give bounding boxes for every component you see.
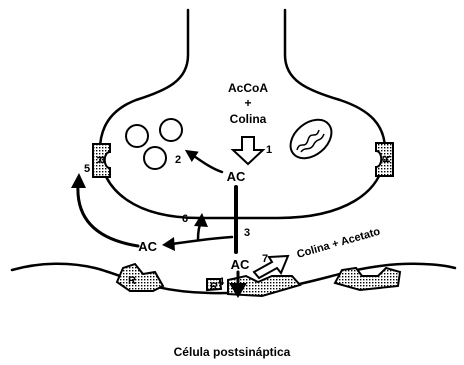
autoreceptor-feedback-arrow (78, 185, 138, 246)
autoreceptor-right-marker: R (381, 155, 393, 163)
storage-arrow (188, 152, 222, 172)
postsynaptic-receptor-3 (335, 268, 400, 290)
products-label: Colina + Acetato (296, 226, 382, 261)
postsynaptic-cell-caption: Célula postsináptica (174, 345, 291, 359)
postsynaptic-receptor-2-marker: R (210, 281, 218, 293)
step-3-label: 3 (244, 227, 250, 239)
synaptic-vesicle-3 (144, 147, 166, 169)
reuptake-arrow (172, 237, 232, 244)
reuptake-up-arrowhead (194, 213, 208, 227)
postsynaptic-receptor-1 (117, 264, 163, 291)
synthesis-arrow (233, 137, 263, 164)
precursor-label-plus: + (244, 96, 251, 110)
mitochondrion (283, 112, 339, 166)
postsynaptic-receptor-1-marker: R (128, 275, 136, 287)
step-5-label: 5 (84, 163, 90, 175)
step-6-label: 6 (182, 213, 188, 225)
step-7-label: 7 (262, 253, 268, 265)
precursor-label-choline: Colina (230, 112, 267, 126)
autoreceptor-left-marker: R (94, 156, 106, 164)
acetylcholine-reuptake-label: AC (138, 239, 157, 254)
precursor-label-acetyl-coa: AcCoA (228, 81, 268, 95)
step-1-label: 1 (266, 144, 272, 156)
step-4-label: 4 (218, 276, 225, 288)
acetylcholine-cleft-label: AC (231, 257, 250, 272)
autoreceptor-feedback-arrowhead (71, 173, 86, 188)
reuptake-arrowhead (162, 237, 175, 251)
step-2-label: 2 (175, 154, 181, 166)
acetylcholine-terminal-label: AC (227, 169, 246, 184)
synaptic-vesicle-2 (160, 119, 182, 141)
synaptic-vesicle-1 (126, 125, 148, 147)
hydrolysis-arrow (254, 256, 288, 278)
